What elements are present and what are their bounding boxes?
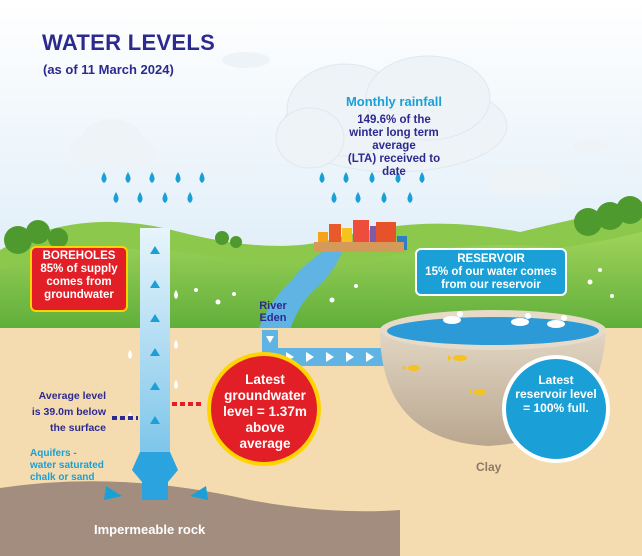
groundwater-level-text: Latest groundwater level = 1.37m above a… — [205, 372, 325, 452]
reservoir-level-badge — [502, 355, 610, 463]
cloud-icon — [487, 166, 563, 194]
rainfall-line: winter long term — [349, 127, 439, 139]
arrow-up-icon — [150, 382, 160, 390]
arrow-up-icon — [150, 348, 160, 356]
rainfall-title: Monthly rainfall — [345, 94, 443, 109]
rainfall-line: average — [372, 140, 416, 152]
flowers — [194, 268, 614, 305]
arrow-right-icon — [104, 486, 122, 500]
reservoir-level-line: Latest — [538, 373, 574, 387]
aquifers-label: Aquifers - water saturated chalk or sand — [30, 448, 120, 484]
boreholes-line: 85% of supply — [40, 263, 118, 275]
duck-icon — [547, 315, 567, 328]
raindrop-icon — [407, 192, 413, 203]
river-line: River — [259, 300, 287, 312]
raindrop-icon — [369, 172, 375, 183]
average-level-label: Average level is 39.0m below the surface — [14, 388, 106, 436]
cloud-icon — [222, 52, 270, 68]
raindrop-icon — [125, 172, 131, 183]
groundwater-line: level = 1.37m — [223, 404, 307, 419]
reservoir-line: 15% of our water comes — [425, 266, 557, 278]
arrow-up-icon — [150, 416, 160, 424]
aquifers-line: Aquifers - — [30, 448, 77, 459]
groundwater-line: above — [245, 420, 285, 435]
arrow-up-icon — [150, 246, 160, 254]
raindrop-icon — [149, 172, 155, 183]
reservoir-line: RESERVOIR — [457, 253, 525, 265]
duck-icon — [511, 313, 531, 326]
rainfall-line: date — [382, 166, 406, 178]
boreholes-line: comes from — [46, 276, 112, 288]
rain-cloud-icon — [275, 55, 508, 173]
raindrop-icon — [331, 192, 337, 203]
raindrop-icon — [187, 192, 193, 203]
raindrop-icon — [137, 192, 143, 203]
reservoir-level-line: reservoir level — [515, 387, 597, 401]
rainfall-text: 149.6% of the winter long term average (… — [330, 114, 458, 179]
raindrop-icon — [101, 172, 107, 183]
clay-label: Clay — [476, 460, 502, 474]
rainfall-line: 149.6% of the — [357, 114, 431, 126]
reservoir-level-line: = 100% full. — [523, 401, 589, 415]
groundwater-line: Latest — [245, 372, 285, 387]
river-label: River Eden — [253, 300, 293, 324]
average-level-line: Average level — [38, 390, 106, 402]
reservoir-callout: RESERVOIR 15% of our water comes from ou… — [415, 248, 567, 296]
raindrop-icon — [343, 172, 349, 183]
fish-icon — [448, 355, 467, 361]
cloud-icon — [573, 139, 609, 153]
groundwater-level-badge — [207, 352, 321, 466]
page-subtitle: (as of 11 March 2024) — [43, 62, 174, 77]
aquifers-line: chalk or sand — [30, 472, 95, 483]
boreholes-callout: BOREHOLES 85% of supply comes from groun… — [30, 246, 128, 312]
raindrop-icon — [381, 192, 387, 203]
impermeable-rock-label: Impermeable rock — [94, 522, 206, 537]
average-level-line: is 39.0m below — [31, 406, 106, 418]
raindrop-icon — [175, 172, 181, 183]
raindrop-icon — [319, 172, 325, 183]
groundwater-line: average — [239, 436, 291, 451]
fish-icon — [403, 365, 420, 371]
raindrop-icon — [113, 192, 119, 203]
duck-icon — [443, 311, 463, 324]
groundwater-line: groundwater — [224, 388, 306, 403]
raindrop-icon — [395, 172, 401, 183]
fish-icon — [469, 389, 486, 395]
cloud-icon — [70, 119, 156, 167]
impermeable-rock-layer — [0, 481, 400, 556]
reservoir-level-text: Latest reservoir level = 100% full. — [506, 373, 606, 415]
boreholes-line: groundwater — [44, 289, 114, 301]
raindrop-icon — [162, 192, 168, 203]
average-level-line: the surface — [49, 422, 106, 434]
town-icon — [314, 220, 407, 252]
raindrop-icon — [419, 172, 425, 183]
river-line: Eden — [259, 312, 287, 324]
reservoir-line: from our reservoir — [441, 279, 541, 291]
trees — [4, 196, 642, 254]
arrow-left-icon — [190, 486, 208, 500]
raindrop-icon — [355, 192, 361, 203]
river-eden — [258, 252, 342, 330]
page-title: WATER LEVELS — [42, 30, 216, 55]
arrow-up-icon — [150, 314, 160, 322]
rainfall-line: (LTA) received to — [347, 153, 441, 165]
arrow-up-icon — [150, 280, 160, 288]
aquifers-line: water saturated — [30, 460, 104, 471]
boreholes-line: BOREHOLES — [42, 250, 116, 262]
raindrop-icon — [199, 172, 205, 183]
